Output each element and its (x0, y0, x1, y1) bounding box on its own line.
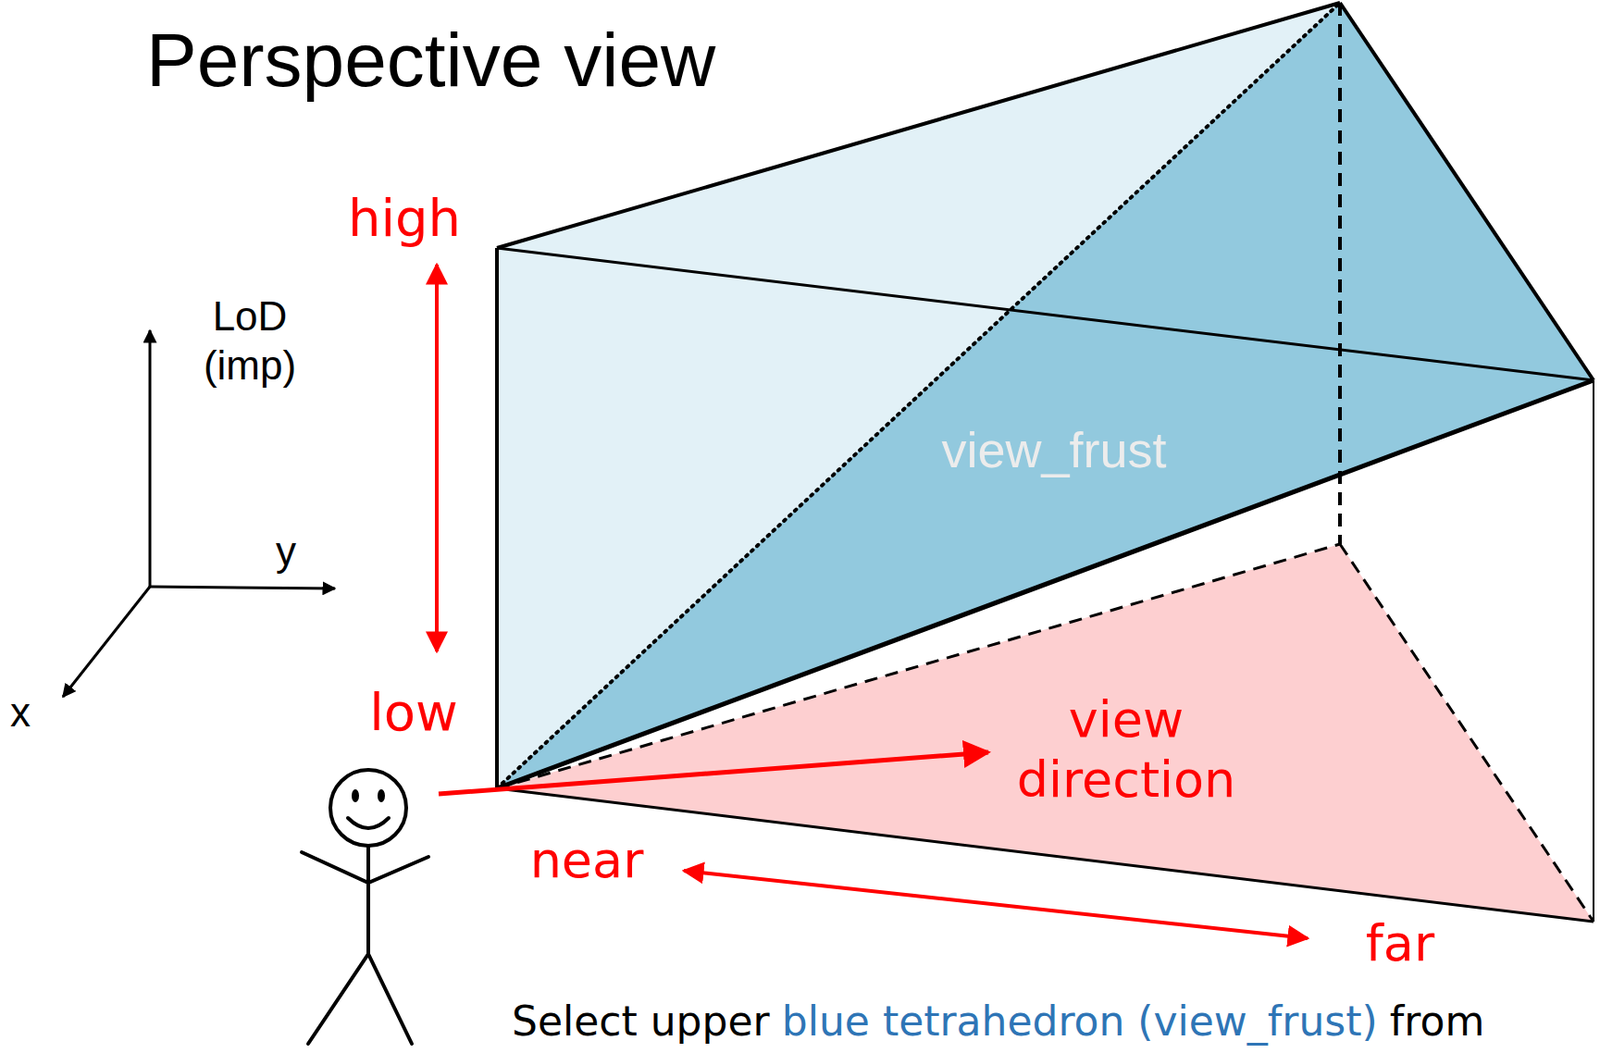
hidden-edge (1339, 544, 1594, 922)
eye (351, 789, 360, 803)
body (366, 845, 371, 955)
axis-line (62, 586, 150, 697)
edge-line (496, 248, 1594, 381)
hidden-edge (1338, 2, 1342, 545)
lod-arrow (434, 264, 439, 652)
axis-label: LoD (imp) (189, 292, 311, 391)
viewer-figure (301, 769, 429, 1044)
dotted-diagonal (496, 2, 1340, 789)
distance-arrow (683, 870, 1308, 939)
ground-triangle (496, 544, 1594, 922)
axis-label: y (258, 527, 314, 577)
view-direction-label: view direction (973, 690, 1279, 811)
view-direction-arrow (438, 752, 989, 794)
arms (301, 852, 429, 883)
lod-high-label: high (321, 186, 488, 249)
edge-line (496, 380, 1594, 789)
caption-text: Select upper (511, 997, 770, 1045)
axis-label: x (3, 688, 38, 738)
head (330, 769, 407, 846)
far-label: far (1335, 914, 1465, 975)
lod-low-label: low (339, 681, 488, 744)
caption-text: from (1389, 997, 1485, 1045)
near-label: near (494, 831, 680, 892)
page-title: Perspective view (146, 16, 716, 104)
edge-line (1339, 2, 1594, 381)
axis-line (148, 330, 152, 587)
eye (377, 789, 385, 803)
caption-text: blue tetrahedron (view_frust) (781, 997, 1378, 1045)
frustum-label: view_frust (896, 420, 1212, 481)
edge-line (1592, 380, 1595, 922)
legs (308, 954, 412, 1044)
edge-line (495, 248, 499, 789)
smile (347, 818, 389, 829)
caption-row: Select upperblue tetrahedron (view_frust… (511, 997, 1485, 1045)
axis-line (149, 586, 335, 589)
prism-edges (496, 2, 1594, 922)
